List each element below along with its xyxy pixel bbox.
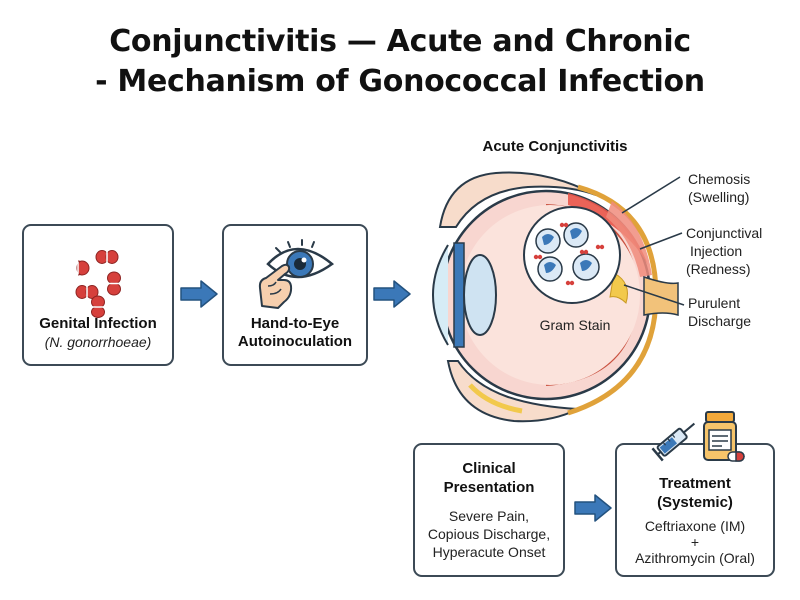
autoinoculation-title-2: Autoinoculation	[237, 333, 353, 350]
gram-stain-label: Gram Stain	[539, 317, 611, 333]
symptom-item: Severe Pain,	[448, 508, 530, 524]
title-line-1: Conjunctivitis — Acute and Chronic	[109, 24, 691, 59]
neutrophil	[563, 222, 589, 248]
purulent-discharge-label: Purulent Discharge	[688, 294, 751, 330]
symptom-item: Copious Discharge,	[427, 526, 551, 542]
iris	[453, 242, 465, 348]
diplococcus-pair	[76, 260, 90, 276]
genital-infection-card: Genital Infection (N. gonorrhoeae)	[22, 224, 174, 366]
clinical-presentation-card: Clinical Presentation Severe Pain, Copio…	[413, 443, 565, 577]
injection-label-3: (Redness)	[686, 261, 751, 277]
right-arrow-icon	[574, 494, 612, 522]
gram-stain-field	[523, 206, 621, 304]
chemosis-label: Chemosis (Swelling)	[688, 170, 750, 206]
clinical-title-2: Presentation	[443, 479, 535, 496]
orbit-wall	[567, 184, 659, 416]
injection-label-1: Conjunctival	[686, 225, 763, 241]
treatment-plus: +	[690, 534, 700, 550]
acute-conjunctivitis-heading: Acute Conjunctivitis	[482, 138, 628, 155]
title-line-2: - Mechanism of Gonococcal Infection	[95, 64, 705, 99]
diplococci-icon	[75, 250, 121, 318]
page-title: Conjunctivitis — Acute and Chronic - Mec…	[0, 22, 800, 102]
diplococcus-pair	[75, 285, 99, 299]
clinical-title-1: Clinical	[462, 460, 516, 477]
right-arrow-icon	[180, 280, 218, 308]
hand-touching-eye-icon	[258, 239, 335, 309]
diplococcus-pair	[95, 250, 119, 264]
chemosis-label-1: Chemosis	[688, 171, 751, 187]
neutrophil	[572, 253, 600, 281]
right-arrow-icon	[373, 280, 411, 308]
discharge-label-2: Discharge	[688, 313, 752, 329]
optic-nerve	[643, 275, 679, 316]
treatment-card	[615, 443, 775, 577]
treatment-title-2: (Systemic)	[657, 494, 733, 511]
syringe-icon	[651, 422, 696, 462]
neutrophil	[535, 228, 561, 254]
genital-infection-title: Genital Infection	[39, 315, 157, 332]
treatment-drug-azithromycin: Azithromycin (Oral)	[635, 550, 755, 566]
lens	[463, 254, 497, 336]
genital-infection-organism: (N. gonorrhoeae)	[44, 334, 152, 350]
chemosis-label-2: (Swelling)	[688, 189, 750, 205]
neutrophil	[537, 256, 563, 282]
eye-cross-section	[432, 171, 685, 423]
symptom-item: Hyperacute Onset	[432, 544, 546, 560]
diplococcus-pair	[91, 295, 105, 318]
capsule-icon	[727, 451, 745, 462]
discharge-label-1: Purulent	[688, 295, 741, 311]
conjunctival-injection-label: Conjunctival Injection (Redness)	[686, 224, 762, 278]
injection-label-2: Injection	[690, 243, 743, 259]
treatment-title-1: Treatment	[659, 475, 731, 492]
pill-bottle-icon	[703, 411, 745, 462]
purulent-discharge	[609, 272, 628, 304]
autoinoculation-card: Hand-to-Eye Autoinoculation	[222, 224, 368, 366]
treatment-drug-ceftriaxone: Ceftriaxone (IM)	[644, 518, 746, 534]
autoinoculation-title-1: Hand-to-Eye	[250, 315, 340, 332]
cornea	[432, 244, 449, 346]
